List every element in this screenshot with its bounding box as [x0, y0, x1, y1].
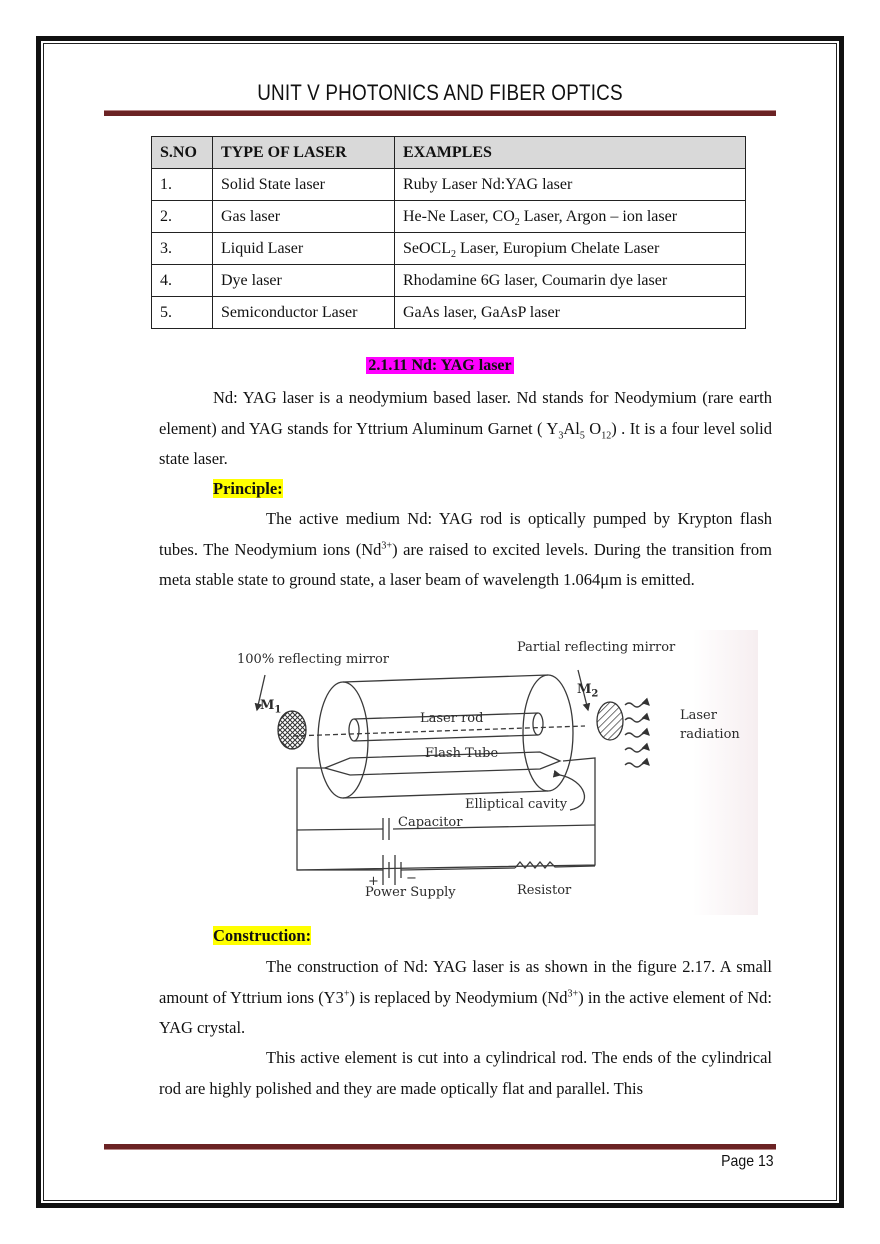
- label-plus: +: [368, 874, 379, 889]
- label-m1: M1: [260, 698, 282, 716]
- cell-sno: 1.: [151, 168, 213, 201]
- subscript: 2: [591, 688, 599, 700]
- text: Nd: YAG laser is a neodymium based laser…: [159, 388, 772, 438]
- label-radiation: radiation: [680, 727, 740, 742]
- header-rule: [104, 110, 776, 116]
- cell-type: Solid State laser: [212, 168, 395, 201]
- cell-sno: 3.: [151, 232, 213, 265]
- column-header: S.NO: [151, 136, 213, 169]
- section-heading-text: 2.1.11 Nd: YAG laser: [366, 357, 514, 374]
- cell-examples: GaAs laser, GaAsP laser: [394, 296, 746, 329]
- column-header: EXAMPLES: [394, 136, 746, 169]
- label-resistor: Resistor: [517, 883, 572, 898]
- text: ) in the active element of Nd: YAG cryst…: [159, 987, 772, 1038]
- table-row: 1. Solid State laser Ruby Laser Nd:YAG l…: [151, 168, 746, 201]
- table-row: 3. Liquid Laser SeOCL2 Laser, Europium C…: [151, 232, 746, 265]
- text: SeOCL: [403, 239, 451, 257]
- cell-type: Dye laser: [212, 264, 395, 297]
- subscript: 3: [558, 429, 564, 441]
- cell-sno: 2.: [151, 200, 213, 233]
- table-row: 4. Dye laser Rhodamine 6G laser, Coumari…: [151, 264, 746, 297]
- footer-rule: [104, 1144, 776, 1150]
- subscript: 1: [274, 704, 282, 716]
- page-number: Page 13: [721, 1153, 774, 1170]
- label-minus: −: [406, 871, 417, 886]
- nd-yag-laser-diagram: 100% reflecting mirror Partial reflectin…: [215, 630, 758, 915]
- label-100-reflecting-mirror: 100% reflecting mirror: [237, 652, 390, 667]
- construction-paragraph-2: This active element is cut into a cylind…: [159, 1048, 772, 1098]
- text: Laser, Europium Chelate Laser: [456, 239, 660, 257]
- cell-examples: Rhodamine 6G laser, Coumarin dye laser: [394, 264, 746, 297]
- page-border-outer: [36, 36, 844, 1208]
- subscript: 12: [601, 429, 612, 441]
- cell-type: Liquid Laser: [212, 232, 395, 265]
- subscript: 5: [579, 429, 585, 441]
- table-row: 5. Semiconductor Laser GaAs laser, GaAsP…: [151, 296, 746, 329]
- label-laser: Laser: [680, 708, 717, 723]
- text: The construction of Nd: YAG laser is as …: [159, 957, 772, 1007]
- subscript: 2: [451, 248, 456, 260]
- mirror-m1-icon: [277, 710, 307, 750]
- page-header-title: UNIT V PHOTONICS AND FIBER OPTICS: [257, 80, 623, 105]
- table-header-row: S.NO TYPE OF LASER EXAMPLES: [151, 136, 746, 169]
- text: O: [584, 418, 602, 438]
- superscript: +: [343, 988, 350, 999]
- cell-sno: 4.: [151, 264, 213, 297]
- laser-diagram-drawing: [254, 669, 650, 885]
- label-m2: M2: [577, 682, 599, 700]
- text: Laser, Argon – ion laser: [519, 207, 678, 225]
- principle-heading-text: Principle:: [213, 479, 283, 498]
- table-row: 2. Gas laser He-Ne Laser, CO2 Laser, Arg…: [151, 200, 746, 233]
- subscript: 2: [514, 216, 520, 228]
- cell-examples: Ruby Laser Nd:YAG laser: [394, 168, 746, 201]
- laser-types-table: S.NO TYPE OF LASER EXAMPLES 1. Solid Sta…: [151, 136, 746, 329]
- cell-examples: He-Ne Laser, CO2 Laser, Argon – ion lase…: [394, 200, 746, 233]
- text: ) is replaced by Neodymium (Nd: [349, 987, 568, 1007]
- column-header: TYPE OF LASER: [212, 136, 395, 169]
- text: M: [577, 682, 592, 697]
- superscript: 3+: [567, 988, 579, 999]
- label-flash-tube: Flash Tube: [425, 746, 499, 761]
- principle-paragraph: The active medium Nd: YAG rod is optical…: [159, 504, 772, 596]
- text: He-Ne Laser, CO: [403, 207, 515, 225]
- label-laser-rod: Laser rod: [420, 711, 484, 726]
- label-partial-reflecting-mirror: Partial reflecting mirror: [517, 640, 676, 655]
- construction-heading: Construction:: [213, 926, 312, 946]
- text: Al: [563, 418, 580, 438]
- section-heading: 2.1.11 Nd: YAG laser: [0, 357, 880, 375]
- page-border-inner: [43, 43, 837, 1201]
- cell-examples: SeOCL2 Laser, Europium Chelate Laser: [394, 232, 746, 265]
- label-power-supply: Power Supply: [365, 885, 456, 900]
- mirror-m2-icon: [596, 701, 624, 741]
- text: ) . It is a four level solid state laser…: [159, 418, 773, 469]
- principle-heading: Principle:: [213, 479, 283, 499]
- superscript: 3+: [381, 540, 393, 551]
- intro-paragraph: Nd: YAG laser is a neodymium based laser…: [159, 383, 772, 475]
- text: ) are raised to excited levels. During t…: [159, 539, 772, 590]
- label-elliptical-cavity: Elliptical cavity: [465, 797, 568, 812]
- text: M: [260, 698, 275, 713]
- cell-type: Gas laser: [212, 200, 395, 233]
- label-capacitor: Capacitor: [398, 815, 463, 830]
- construction-heading-text: Construction:: [213, 926, 312, 945]
- construction-paragraph-1: The construction of Nd: YAG laser is as …: [159, 952, 772, 1044]
- cell-sno: 5.: [151, 296, 213, 329]
- cell-type: Semiconductor Laser: [212, 296, 395, 329]
- text: The active medium Nd: YAG rod is optical…: [159, 509, 772, 559]
